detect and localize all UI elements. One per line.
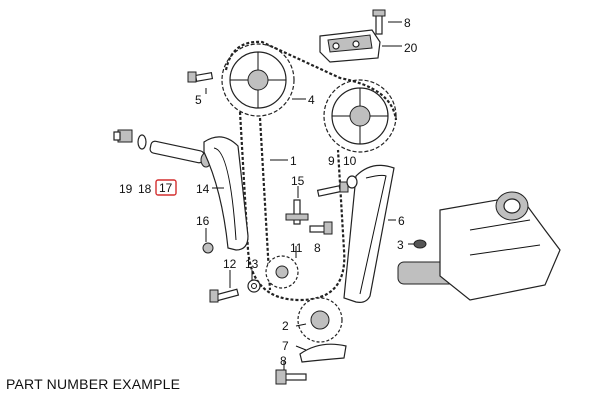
camshaft-sprocket-left bbox=[221, 43, 295, 117]
bolt-5 bbox=[187, 71, 214, 83]
callout-13: 13 bbox=[245, 257, 259, 271]
callout-3: 3 bbox=[397, 238, 404, 252]
washer-13 bbox=[247, 279, 261, 293]
callout-2: 2 bbox=[282, 319, 289, 333]
callout-5: 5 bbox=[195, 93, 202, 107]
callout-16: 16 bbox=[196, 214, 210, 228]
washer-10 bbox=[346, 175, 358, 189]
callout-8-top: 8 bbox=[404, 16, 411, 30]
callout-6: 6 bbox=[398, 214, 405, 228]
chain-guide-bracket bbox=[319, 29, 381, 63]
callout-12: 12 bbox=[223, 257, 237, 271]
callout-17: 17 bbox=[159, 181, 173, 195]
callout-11: 11 bbox=[290, 241, 303, 255]
bolt-8-mid bbox=[309, 221, 333, 235]
callout-labels: 8 20 5 4 1 9 10 19 18 17 14 15 6 16 8 11… bbox=[119, 16, 418, 368]
bolt-16 bbox=[202, 242, 214, 254]
callout-8-bottom: 8 bbox=[280, 354, 287, 368]
chain-tensioner-piston bbox=[149, 140, 212, 168]
leader-lines bbox=[205, 21, 414, 370]
callout-7: 7 bbox=[282, 339, 289, 353]
callout-14: 14 bbox=[196, 182, 210, 196]
caption: PART NUMBER EXAMPLE bbox=[6, 376, 181, 392]
idler-sprocket bbox=[265, 255, 299, 289]
timing-chain bbox=[224, 40, 398, 302]
callout-8-mid: 8 bbox=[314, 241, 321, 255]
guide-rail bbox=[343, 164, 395, 303]
guide-bracket-7 bbox=[299, 343, 347, 363]
callout-20: 20 bbox=[404, 41, 418, 55]
bolt-9 bbox=[316, 181, 349, 197]
camshaft-sprocket-right bbox=[323, 79, 397, 153]
callout-18: 18 bbox=[138, 182, 152, 196]
callout-4: 4 bbox=[308, 93, 315, 107]
crankshaft-sprocket bbox=[297, 297, 343, 343]
tensioner-rail bbox=[203, 136, 249, 251]
crankshaft bbox=[397, 191, 561, 301]
callout-9: 9 bbox=[328, 154, 335, 168]
callout-15: 15 bbox=[291, 174, 305, 188]
bolt-8-bottom bbox=[275, 369, 307, 385]
highlight-box-17 bbox=[155, 179, 177, 196]
bolt-15 bbox=[285, 199, 309, 225]
callout-1: 1 bbox=[290, 154, 297, 168]
screw-plug-19 bbox=[113, 129, 133, 143]
bolt-12 bbox=[209, 288, 240, 303]
callout-10: 10 bbox=[343, 154, 357, 168]
callout-19: 19 bbox=[119, 182, 133, 196]
bolt-8-top bbox=[372, 9, 386, 35]
key-3 bbox=[413, 239, 427, 249]
sealing-ring-18 bbox=[137, 134, 147, 150]
